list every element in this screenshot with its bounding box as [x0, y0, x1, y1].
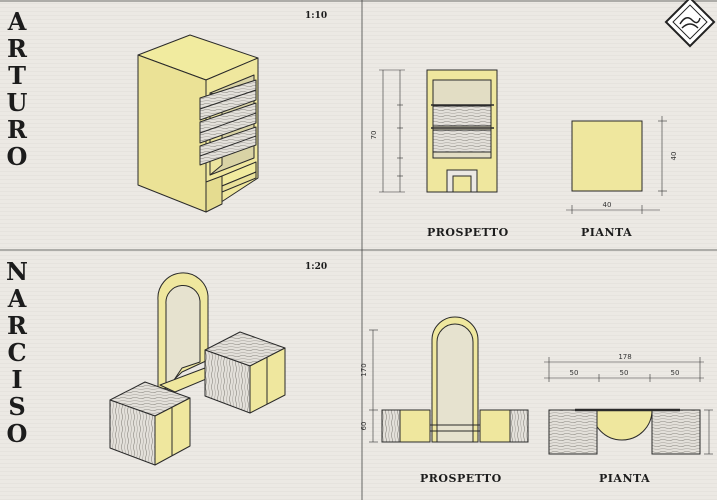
narciso-elevation: [381, 316, 529, 443]
arturo-plan-depth-label: 40: [670, 152, 678, 161]
narciso-module-3-label: 50: [671, 369, 680, 377]
narciso-scale: 1:20: [305, 262, 328, 272]
arturo-title: A R T U R O: [6, 7, 28, 171]
narciso-module-2-label: 50: [620, 369, 629, 377]
narciso-cabinet-height-label: 60: [360, 422, 368, 431]
arturo-elevation-label: PROSPETTO: [427, 226, 509, 239]
arturo-height-label: 70: [370, 131, 378, 140]
narciso-total-width-label: 178: [618, 353, 631, 361]
narciso-plan: [548, 408, 701, 455]
arturo-plan-width-label: 40: [603, 201, 612, 209]
narciso-plan-dims: [544, 357, 713, 455]
narciso-module-1-label: 50: [570, 369, 579, 377]
arturo-plan: [571, 120, 643, 192]
narciso-total-height-label: 170: [360, 363, 368, 376]
arturo-plan-label: PIANTA: [581, 226, 633, 239]
arturo-plan-dims: [566, 116, 667, 214]
narciso-height-dims: [369, 329, 378, 443]
arturo-elevation: [426, 69, 498, 193]
arturo-height-dimension: [379, 69, 405, 193]
arturo-scale: 1:10: [305, 11, 328, 21]
diamond-logo: [664, 0, 716, 48]
narciso-title: N A R C I S O: [6, 257, 28, 448]
narciso-elevation-label: PROSPETTO: [420, 472, 502, 485]
arturo-isometric: [137, 34, 259, 213]
narciso-isometric: [109, 272, 286, 466]
narciso-plan-label: PIANTA: [599, 472, 651, 485]
